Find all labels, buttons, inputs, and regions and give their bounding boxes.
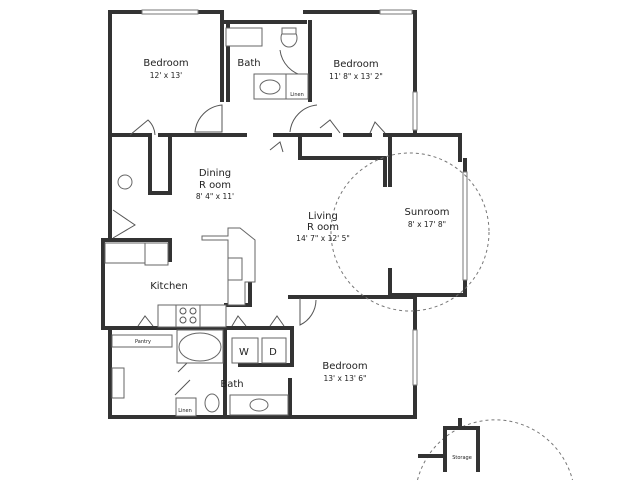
- living-label-2: R oom: [307, 222, 339, 233]
- sunroom-swing-arc: [330, 152, 490, 312]
- linen2-label: Linen: [178, 408, 192, 414]
- sink: [227, 257, 243, 281]
- storage-label: Storage: [452, 455, 472, 461]
- living-label-1: Living: [308, 211, 338, 222]
- water-heater: [117, 174, 133, 190]
- shelf: [111, 367, 125, 399]
- linen-closet-2: [175, 397, 197, 417]
- storage-inset: [417, 418, 573, 480]
- pantry-label: Pantry: [135, 339, 151, 345]
- washer-label: W: [239, 347, 249, 358]
- dryer-label: D: [269, 347, 277, 358]
- bedroom2-label: Bedroom: [333, 59, 378, 70]
- bedroom2-dims: 11' 8" x 13' 2": [329, 72, 383, 81]
- counter: [104, 242, 146, 264]
- linen-closet-1: [285, 73, 309, 100]
- bedroom1-label: Bedroom: [143, 58, 188, 69]
- dining-dims: 8' 4" x 11': [196, 192, 234, 201]
- bedroom3-dims: 13' x 13' 6": [323, 374, 366, 383]
- dryer: [261, 337, 287, 364]
- dining-label-1: Dining: [199, 168, 231, 179]
- bedroom3-label: Bedroom: [322, 361, 367, 372]
- linen1-label: Linen: [290, 92, 304, 98]
- fixtures: [104, 27, 309, 417]
- door-swings: [112, 49, 386, 396]
- storage-swing-arc: [417, 419, 573, 480]
- bath1-label: Bath: [237, 58, 260, 69]
- bathtub-1: [225, 27, 263, 47]
- stove: [175, 304, 201, 328]
- bedroom1-dims: 12' x 13': [150, 71, 182, 80]
- toilet-2: [204, 393, 220, 413]
- sunroom-label: Sunroom: [405, 207, 450, 218]
- windows: [141, 9, 468, 386]
- dining-label-2: R oom: [199, 180, 231, 191]
- washer: [231, 337, 259, 364]
- sunroom-dims: 8' x 17' 8": [408, 220, 446, 229]
- kitchen-label: Kitchen: [150, 281, 188, 292]
- pantry: [111, 334, 173, 348]
- fridge: [144, 242, 169, 266]
- living-dims: 14' 7" x 12' 5": [296, 234, 350, 243]
- bath2-label: Bath: [220, 379, 243, 390]
